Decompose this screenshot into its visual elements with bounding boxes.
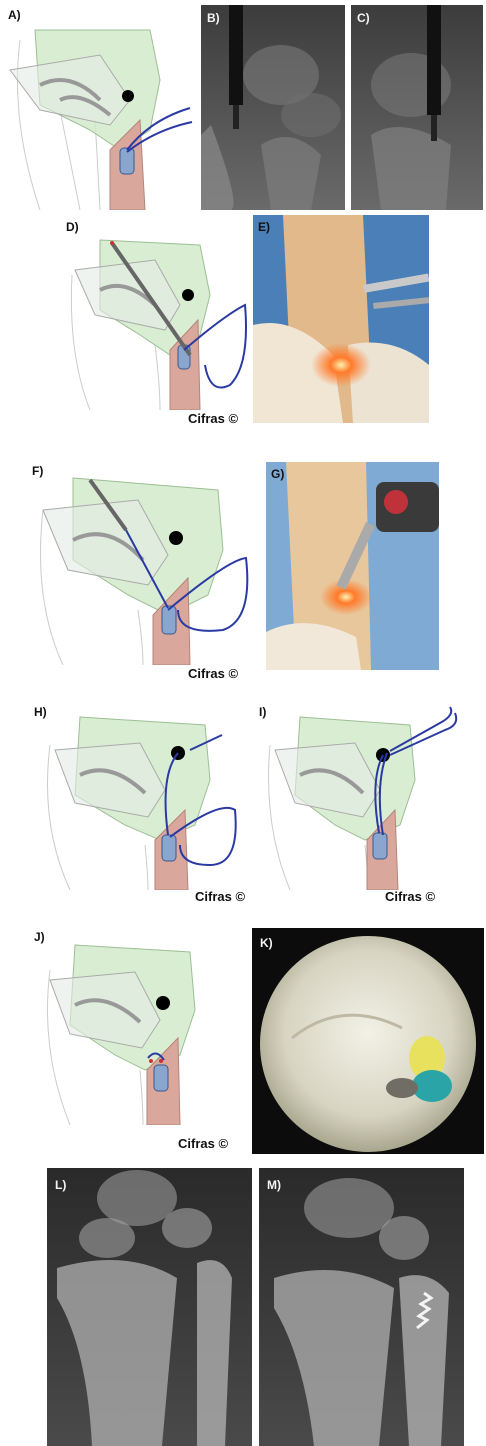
panel-g-photograph: G): [266, 462, 439, 670]
wrist-illustration-d: [60, 215, 250, 410]
radiograph-m: [259, 1168, 464, 1446]
panel-f-illustration: F) Cifras ©: [28, 460, 258, 682]
wrist-illustration-a: [0, 0, 200, 210]
panel-label-l: L): [55, 1178, 66, 1192]
radiograph-c: [351, 5, 483, 210]
surgical-photo-g: [266, 462, 439, 670]
credit-f: Cifras ©: [188, 666, 238, 681]
panel-b-radiograph: B): [201, 5, 345, 210]
panel-k-arthroscopy: K): [252, 928, 484, 1154]
panel-label-b: B): [207, 11, 220, 25]
panel-label-h: H): [34, 705, 47, 719]
credit-h: Cifras ©: [195, 889, 245, 904]
panel-c-radiograph: C): [351, 5, 483, 210]
panel-label-m: M): [267, 1178, 281, 1192]
panel-a-illustration: A): [0, 0, 200, 210]
credit-i: Cifras ©: [385, 889, 435, 904]
radiograph-b: [201, 5, 345, 210]
panel-label-j: J): [34, 930, 45, 944]
wrist-illustration-h: [30, 705, 255, 890]
panel-d-illustration: D) Cifras ©: [60, 215, 250, 425]
panel-label-g: G): [271, 467, 284, 481]
panel-e-photograph: E): [253, 215, 429, 423]
panel-label-d: D): [66, 220, 79, 234]
panel-label-i: I): [259, 705, 266, 719]
panel-j-illustration: J) Cifras ©: [30, 930, 252, 1158]
surgical-photo-e: [253, 215, 429, 423]
panel-label-e: E): [258, 220, 270, 234]
panel-label-c: C): [357, 11, 370, 25]
credit-j: Cifras ©: [178, 1136, 228, 1151]
wrist-illustration-j: [30, 930, 252, 1125]
panel-label-f: F): [32, 464, 43, 478]
panel-label-k: K): [260, 936, 273, 950]
panel-m-radiograph: M): [259, 1168, 464, 1446]
wrist-illustration-f: [28, 460, 258, 665]
panel-label-a: A): [8, 8, 21, 22]
radiograph-l: [47, 1168, 252, 1446]
arthroscopic-view-k: [252, 928, 484, 1154]
wrist-illustration-i: [255, 705, 470, 890]
panel-l-radiograph: L): [47, 1168, 252, 1446]
credit-d: Cifras ©: [188, 411, 238, 425]
panel-h-illustration: H) Cifras ©: [30, 705, 255, 905]
panel-i-illustration: I) Cifras ©: [255, 705, 470, 905]
